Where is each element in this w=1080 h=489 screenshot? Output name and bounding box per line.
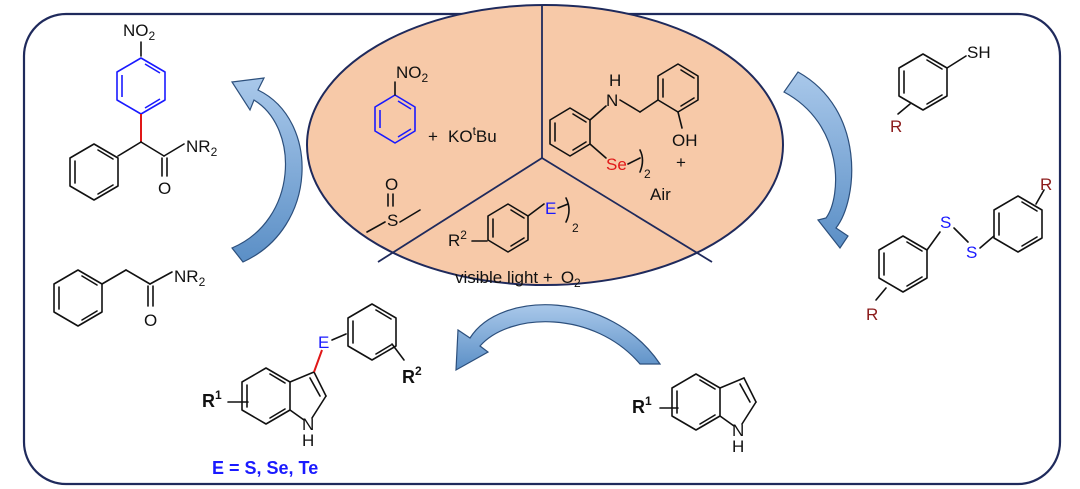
dichalcogenide-reagent: R2 E 2 xyxy=(448,197,579,253)
dichalcogenide-sub: 2 xyxy=(572,221,579,235)
product-indole-h: H xyxy=(302,431,314,450)
reagent-bu: Bu xyxy=(476,127,497,146)
product-carbonyl-o: O xyxy=(158,179,171,198)
svg-text:R2: R2 xyxy=(402,364,422,387)
svg-text:2: 2 xyxy=(644,167,651,181)
dmso-oxygen: O xyxy=(385,175,398,194)
product-amide-label: NR xyxy=(186,137,211,156)
curved-arrow-right xyxy=(783,71,853,250)
amine-n: N xyxy=(606,91,618,110)
dmso-reagent: O S xyxy=(366,175,421,233)
thiol-r: R xyxy=(890,117,902,136)
product-r1: R xyxy=(202,391,215,411)
product-nitro-sub: 2 xyxy=(149,29,156,43)
nitro-sub: 2 xyxy=(422,71,429,85)
diselenide-catalyst: N H OH Se 2 + Air xyxy=(549,63,699,204)
nitroaryl-amide-product: NO2 NR2 O xyxy=(69,21,218,201)
svg-text:2: 2 xyxy=(572,221,579,235)
sm-carbonyl-o: O xyxy=(144,311,157,330)
oxygen-sub: 2 xyxy=(574,276,581,290)
oxygen-label: O xyxy=(561,268,574,287)
chalcogen-e: E xyxy=(545,199,556,218)
r2-sup: 2 xyxy=(460,228,467,242)
curved-arrow-left xyxy=(230,77,303,263)
selenium-label: Se xyxy=(606,155,627,174)
conditions-label: visible light + xyxy=(455,268,553,287)
catalyst-plus: + xyxy=(676,153,686,172)
sm-indole-n: N xyxy=(732,421,744,440)
sm-indole-h: H xyxy=(732,437,744,456)
disulfide-s2: S xyxy=(966,243,977,262)
dmso-sulfur: S xyxy=(387,211,398,230)
svg-text:R1: R1 xyxy=(202,388,222,411)
disulfide-product: S S R R xyxy=(866,175,1052,324)
svg-text:NR2: NR2 xyxy=(174,267,206,289)
sm-r1: R xyxy=(632,397,645,417)
thiol-starting-material: SH R xyxy=(890,43,991,136)
product-amide-sub: 2 xyxy=(211,145,218,159)
disulfide-r1: R xyxy=(1040,175,1052,194)
svg-text:NO2: NO2 xyxy=(123,21,156,43)
chalcogenyl-indole-product: R1 N H E R2 xyxy=(202,303,422,450)
phenylacetamide-starting-material: NR2 O xyxy=(53,267,206,330)
amine-h: H xyxy=(609,71,621,90)
svg-text:visible light +O2: visible light + O2 xyxy=(455,268,581,290)
svg-text:NO2: NO2 xyxy=(396,63,429,85)
indole-starting-material: R1 N H xyxy=(632,373,757,456)
reagent-plus: + xyxy=(428,127,438,146)
divider-right xyxy=(541,157,713,263)
disulfide-r2: R xyxy=(866,305,878,324)
svg-text:NR2: NR2 xyxy=(186,137,218,159)
sm-amide-label: NR xyxy=(174,267,199,286)
product-chalcogen-e: E xyxy=(318,333,329,352)
air-label: Air xyxy=(650,185,671,204)
thiol-label: SH xyxy=(967,43,991,62)
sm-r1-sup: 1 xyxy=(645,394,652,408)
reagent-t: t xyxy=(473,124,477,138)
product-nitro-label: NO xyxy=(123,21,149,40)
hydroxyl-label: OH xyxy=(672,131,698,150)
chalcogen-caption: E = S, Se, Te xyxy=(212,458,318,478)
curved-arrow-bottom xyxy=(455,304,662,372)
divider-left xyxy=(377,157,543,263)
nitro-label: NO xyxy=(396,63,422,82)
nitrobenzene-reagent: NO2 xyxy=(374,63,429,144)
disulfide-s1: S xyxy=(940,213,951,232)
center-ellipse xyxy=(306,4,784,286)
product-r1-sup: 1 xyxy=(215,388,222,402)
product-r2-sup: 2 xyxy=(415,364,422,378)
r2-label: R xyxy=(448,231,460,250)
svg-text:R1: R1 xyxy=(632,394,652,417)
sm-amide-sub: 2 xyxy=(199,275,206,289)
svg-text:KOtBu: KOtBu xyxy=(448,124,497,146)
reagent-ko: KO xyxy=(448,127,473,146)
product-indole-n: N xyxy=(302,415,314,434)
product-r2: R xyxy=(402,367,415,387)
svg-text:R2: R2 xyxy=(448,228,467,250)
diselenide-sub: 2 xyxy=(644,167,651,181)
